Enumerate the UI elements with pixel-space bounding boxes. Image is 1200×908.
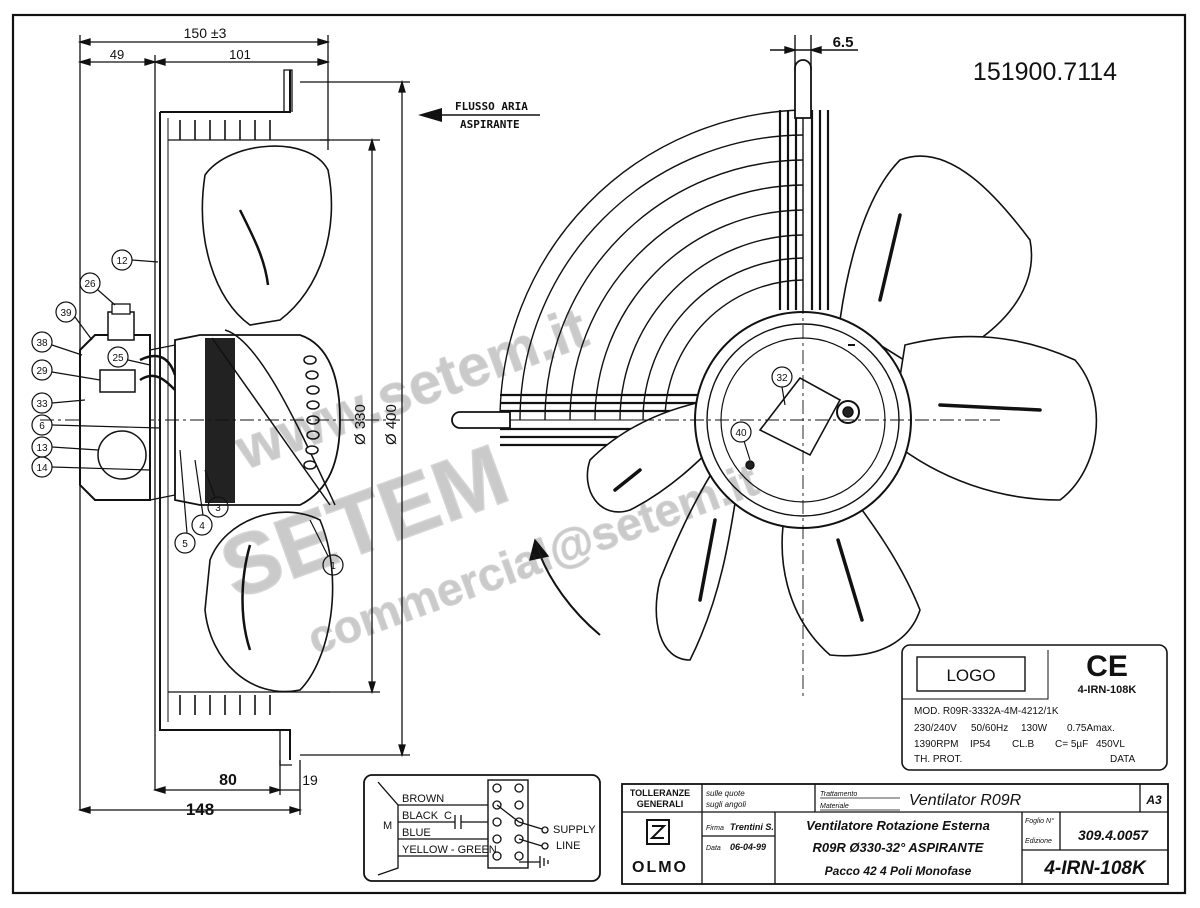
ce-mark: CE xyxy=(1086,650,1128,683)
callout-4: 4 xyxy=(199,521,205,532)
tolerance-label-2: GENERALI xyxy=(637,799,684,809)
description-line-3: Pacco 42 4 Poli Monofase xyxy=(825,864,972,878)
spec-capacitor-voltage: 450VL xyxy=(1096,739,1125,750)
edition-label: Edizione xyxy=(1025,838,1052,845)
callout-38: 38 xyxy=(36,338,48,349)
wire-motor-label: M xyxy=(383,820,392,832)
callout-5: 5 xyxy=(182,539,188,550)
nameplate-logo: LOGO xyxy=(946,666,995,685)
supply-label-2: LINE xyxy=(556,840,580,852)
nameplate-code: 4-IRN-108K xyxy=(1078,684,1137,696)
format-size: A3 xyxy=(1145,793,1162,807)
spec-ip: IP54 xyxy=(970,739,991,750)
tolerance-angle: sugli angoli xyxy=(706,800,746,809)
airflow-arrow: FLUSSO ARIA ASPIRANTE xyxy=(418,100,540,131)
drawing-number: 151900.7114 xyxy=(973,58,1117,86)
description-line-1: Ventilatore Rotazione Esterna xyxy=(806,818,990,833)
callout-33: 33 xyxy=(36,399,48,410)
dim-bottom-right: 19 xyxy=(302,772,318,788)
spec-voltage: 230/240V xyxy=(914,723,957,734)
material-label: Materiale xyxy=(820,803,849,810)
callout-25: 25 xyxy=(112,353,124,364)
wire-brown: BROWN xyxy=(402,793,444,805)
tolerance-label-1: TOLLERANZE xyxy=(630,788,690,798)
wire-yellow-green: YELLOW - GREEN xyxy=(402,844,497,856)
signature-value: Trentini S. xyxy=(730,822,774,832)
dim-top-front: 6.5 xyxy=(833,34,854,51)
date-label: Data xyxy=(706,845,721,852)
callouts-side xyxy=(31,249,344,576)
tolerance-quote: sulle quote xyxy=(706,789,745,798)
callout-13: 13 xyxy=(36,443,48,454)
front-view xyxy=(451,35,1098,700)
callout-12: 12 xyxy=(116,256,128,267)
spec-data: DATA xyxy=(1110,754,1136,765)
wire-blue: BLUE xyxy=(402,827,431,839)
dia-outer: Ø 400 xyxy=(383,404,400,445)
drawing-code: 4-IRN-108K xyxy=(1043,858,1147,879)
treatment-label: Trattamento xyxy=(820,791,857,798)
date-value: 06-04-99 xyxy=(730,842,766,852)
dim-bottom-left: 80 xyxy=(219,772,237,789)
callout-6: 6 xyxy=(39,421,45,432)
sheet-label: Foglio N° xyxy=(1025,817,1054,825)
callout-32: 32 xyxy=(776,373,788,384)
part-name: Ventilator R09R xyxy=(909,792,1022,809)
spec-capacitor: C= 5µF xyxy=(1055,739,1088,750)
dim-left: 49 xyxy=(110,47,124,62)
spec-rpm: 1390RPM xyxy=(914,739,958,750)
wiring-diagram xyxy=(363,774,601,882)
description-line-2: R09R Ø330-32° ASPIRANTE xyxy=(813,840,984,855)
edition-value: 309.4.0057 xyxy=(1078,827,1149,843)
wire-cap-label: C xyxy=(444,810,452,822)
callout-3: 3 xyxy=(215,503,221,514)
spec-th-prot: TH. PROT. xyxy=(914,754,962,765)
dia-inner: Ø 330 xyxy=(352,404,369,445)
airflow-label-2: ASPIRANTE xyxy=(460,118,520,131)
nameplate-model: MOD. R09R-3332A-4M-4212/1K xyxy=(914,706,1059,717)
nameplate: LOGO CE 4-IRN-108K MOD. R09R-3332A-4M-42… xyxy=(901,644,1168,771)
callout-39: 39 xyxy=(60,308,72,319)
callout-1: 1 xyxy=(330,561,336,572)
callout-29: 29 xyxy=(36,366,48,377)
nameplate-logo-box xyxy=(916,656,1026,692)
signature-label: Firma xyxy=(706,825,724,832)
supply-label-1: SUPPLY xyxy=(553,824,596,836)
side-view xyxy=(40,35,410,815)
drawing-frame xyxy=(11,13,1187,895)
title-block xyxy=(621,783,1169,885)
dim-overall: 150 ±3 xyxy=(184,25,227,41)
airflow-label-1: FLUSSO ARIA xyxy=(455,100,528,113)
dim-right: 101 xyxy=(229,47,251,62)
callout-40: 40 xyxy=(735,428,747,439)
spec-frequency: 50/60Hz xyxy=(971,723,1008,734)
brand-olmo: OLMO xyxy=(632,859,688,876)
spec-current: 0.75Amax. xyxy=(1067,723,1115,734)
wire-black: BLACK xyxy=(402,810,439,822)
callout-14: 14 xyxy=(36,463,48,474)
dim-bottom-total: 148 xyxy=(186,800,214,819)
spec-class: CL.B xyxy=(1012,739,1035,750)
callout-26: 26 xyxy=(84,279,96,290)
spec-power: 130W xyxy=(1021,723,1048,734)
